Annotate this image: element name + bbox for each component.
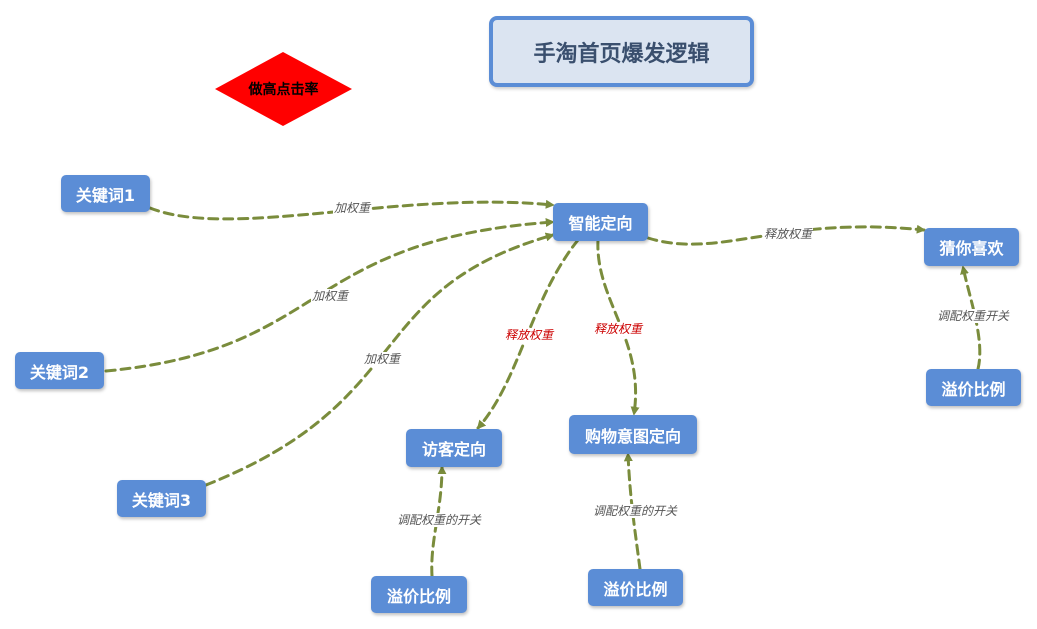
node-premium-ratio-2[interactable]: 溢价比例 (588, 569, 683, 606)
edge-keyword3-smart (204, 232, 555, 487)
diamond-label: 做高点击率 (248, 82, 319, 98)
node-purchase-intent-targeting[interactable]: 购物意图定向 (569, 415, 697, 454)
node-keyword3[interactable]: 关键词3 (117, 480, 206, 517)
node-keyword1[interactable]: 关键词1 (61, 175, 150, 212)
node-visitor-targeting[interactable]: 访客定向 (406, 429, 502, 467)
edge-label-keyword1-smart: 加权重 (332, 201, 372, 215)
diamond-shape (215, 52, 352, 126)
edge-label-smart-guess: 释放权重 (762, 227, 814, 241)
node-smart-targeting[interactable]: 智能定向 (553, 203, 648, 241)
edge-smart-guess (646, 224, 926, 246)
edge-label-premium3-guess: 调配权重开关 (935, 309, 1011, 323)
edge-label-keyword2-smart: 加权重 (310, 289, 350, 303)
edge-keyword1-smart (148, 199, 555, 221)
node-keyword2[interactable]: 关键词2 (15, 352, 104, 389)
edge-label-smart-purchase: 释放权重 (592, 322, 644, 336)
edge-smart-purchase (596, 238, 640, 416)
edge-label-smart-visitor: 释放权重 (503, 328, 555, 342)
page-title: 手淘首页爆发逻辑 (489, 16, 754, 87)
edge-label-keyword3-smart: 加权重 (362, 352, 402, 366)
edge-label-premium2-purchase: 调配权重的开关 (591, 504, 679, 518)
node-premium-ratio-3[interactable]: 溢价比例 (926, 369, 1021, 406)
node-guess-you-like[interactable]: 猜你喜欢 (924, 228, 1019, 266)
edge-label-premium1-visitor: 调配权重的开关 (395, 513, 483, 527)
node-premium-ratio-1[interactable]: 溢价比例 (371, 576, 467, 613)
